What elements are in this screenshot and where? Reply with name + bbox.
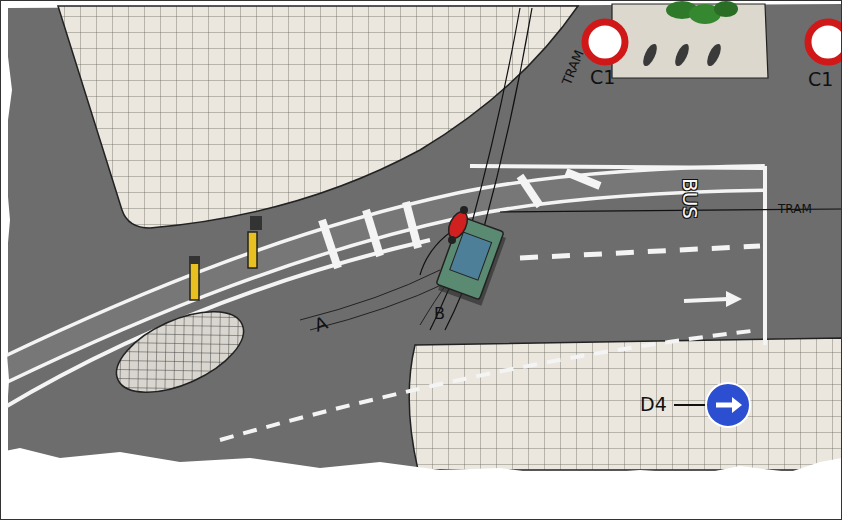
sign-code: D4 — [640, 395, 667, 414]
parking-posts — [640, 42, 723, 68]
bush-leaf — [714, 1, 738, 17]
tram-lines — [420, 8, 842, 330]
bike-wheel — [448, 236, 456, 244]
street-label: TRAM — [560, 48, 586, 87]
sign-disc — [706, 383, 750, 427]
mandatory-direction-sign — [674, 383, 750, 427]
car-roof — [450, 232, 492, 280]
post — [640, 42, 659, 68]
zebra-stripe — [322, 220, 338, 268]
lane-dash — [520, 246, 760, 258]
lane-border — [0, 240, 430, 410]
bollard — [248, 232, 257, 268]
sign-code: C1 — [590, 68, 615, 87]
sign-arrow-head — [732, 397, 742, 413]
zebra-stripe — [406, 202, 418, 248]
bollards — [189, 216, 262, 300]
lane-arrow — [684, 291, 742, 307]
post — [704, 42, 723, 68]
arrow-head — [726, 291, 742, 307]
skid-mark — [310, 282, 448, 330]
vehicle-letter: A — [312, 314, 330, 335]
torn-edge — [0, 448, 842, 520]
vehicle-letter: B — [434, 306, 445, 322]
sign-code: C1 — [808, 70, 833, 89]
motorbike — [445, 206, 471, 244]
plaza — [612, 4, 768, 78]
car — [434, 216, 507, 305]
bollard — [190, 262, 199, 300]
car-body — [436, 216, 504, 299]
arrow-shaft — [684, 299, 728, 301]
bollard-cap — [189, 256, 200, 264]
street-label: TRAM — [778, 203, 812, 215]
sign-leader — [674, 404, 706, 406]
sign-arrow — [716, 403, 734, 408]
tram-rail — [430, 8, 520, 330]
post — [672, 42, 691, 68]
no-entry-sign — [585, 22, 625, 62]
lane-dash — [220, 330, 760, 440]
bollard-cap — [250, 216, 262, 230]
torn-edge — [0, 0, 12, 460]
sidewalk-block — [409, 338, 842, 470]
zebra-stripe — [520, 176, 540, 206]
lane-border — [470, 166, 765, 345]
zebra-stripe — [566, 172, 600, 186]
hatched-island — [105, 295, 255, 409]
lane-label: BUS — [680, 178, 700, 219]
bush — [666, 1, 738, 24]
zebra-stripe — [366, 210, 380, 256]
road-surface — [8, 4, 842, 470]
bike-body — [445, 209, 471, 241]
bike-wheel — [460, 206, 468, 214]
no-entry-sign — [808, 22, 842, 62]
